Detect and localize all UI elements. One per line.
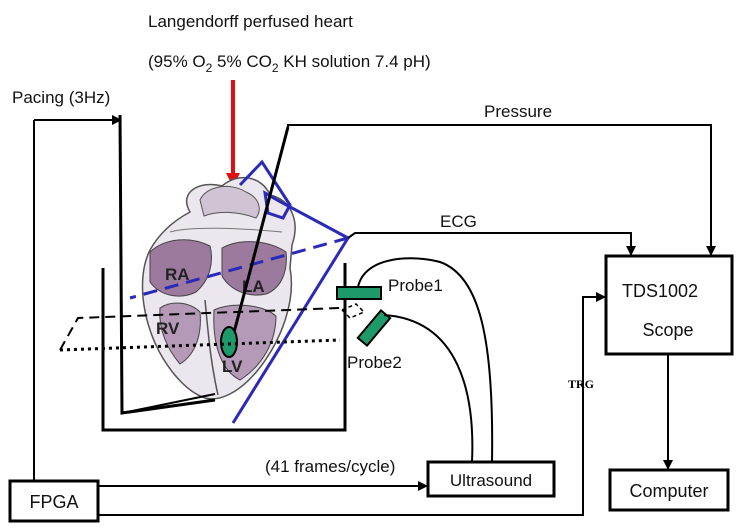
probe-footprint [340, 303, 366, 319]
scope-label-name: Scope [642, 320, 693, 340]
pacing-label: Pacing (3Hz) [12, 88, 110, 107]
pressure-catheter [230, 126, 290, 341]
probe2-cable [383, 314, 474, 463]
heart-label-ra: RA [165, 265, 190, 284]
pressure-label: Pressure [484, 102, 552, 121]
imaging-plane-dotted [59, 338, 341, 352]
heart-illustration: RA LA RV LV [141, 176, 296, 400]
trg-label: TRG [568, 377, 594, 391]
ecg-electrode-plane [231, 159, 351, 424]
fpga-box [8, 479, 100, 523]
probe2-label: Probe2 [347, 353, 402, 372]
scope-box [604, 254, 734, 356]
computer-label: Computer [629, 481, 708, 501]
probe1-cable [357, 257, 494, 463]
trigger-wire [98, 292, 606, 516]
ecg-label: ECG [440, 212, 477, 231]
ultrasound-box [426, 460, 556, 498]
heart-label-rv: RV [156, 319, 180, 338]
probe1 [336, 286, 382, 300]
ecg-wire [347, 232, 636, 256]
computer-box [608, 468, 730, 512]
fpga-label: FPGA [29, 492, 78, 512]
lv-balloon [220, 326, 238, 358]
pressure-wire [287, 124, 716, 256]
probe1-label: Probe1 [388, 276, 443, 295]
ultrasound-label: Ultrasound [450, 471, 532, 490]
heart-label-lv: LV [222, 357, 243, 376]
scope-label-model: TDS1002 [622, 281, 698, 301]
ecg-dashed-plane [129, 236, 349, 300]
solution-text: (95% O2 5% CO2 KH solution 7.4 pH) [148, 52, 431, 75]
imaging-plane-dashed [59, 307, 341, 351]
frames-label: (41 frames/cycle) [265, 457, 395, 476]
title-text: Langendorff perfused heart [148, 12, 353, 31]
pacing-electrode-tip [121, 393, 216, 414]
